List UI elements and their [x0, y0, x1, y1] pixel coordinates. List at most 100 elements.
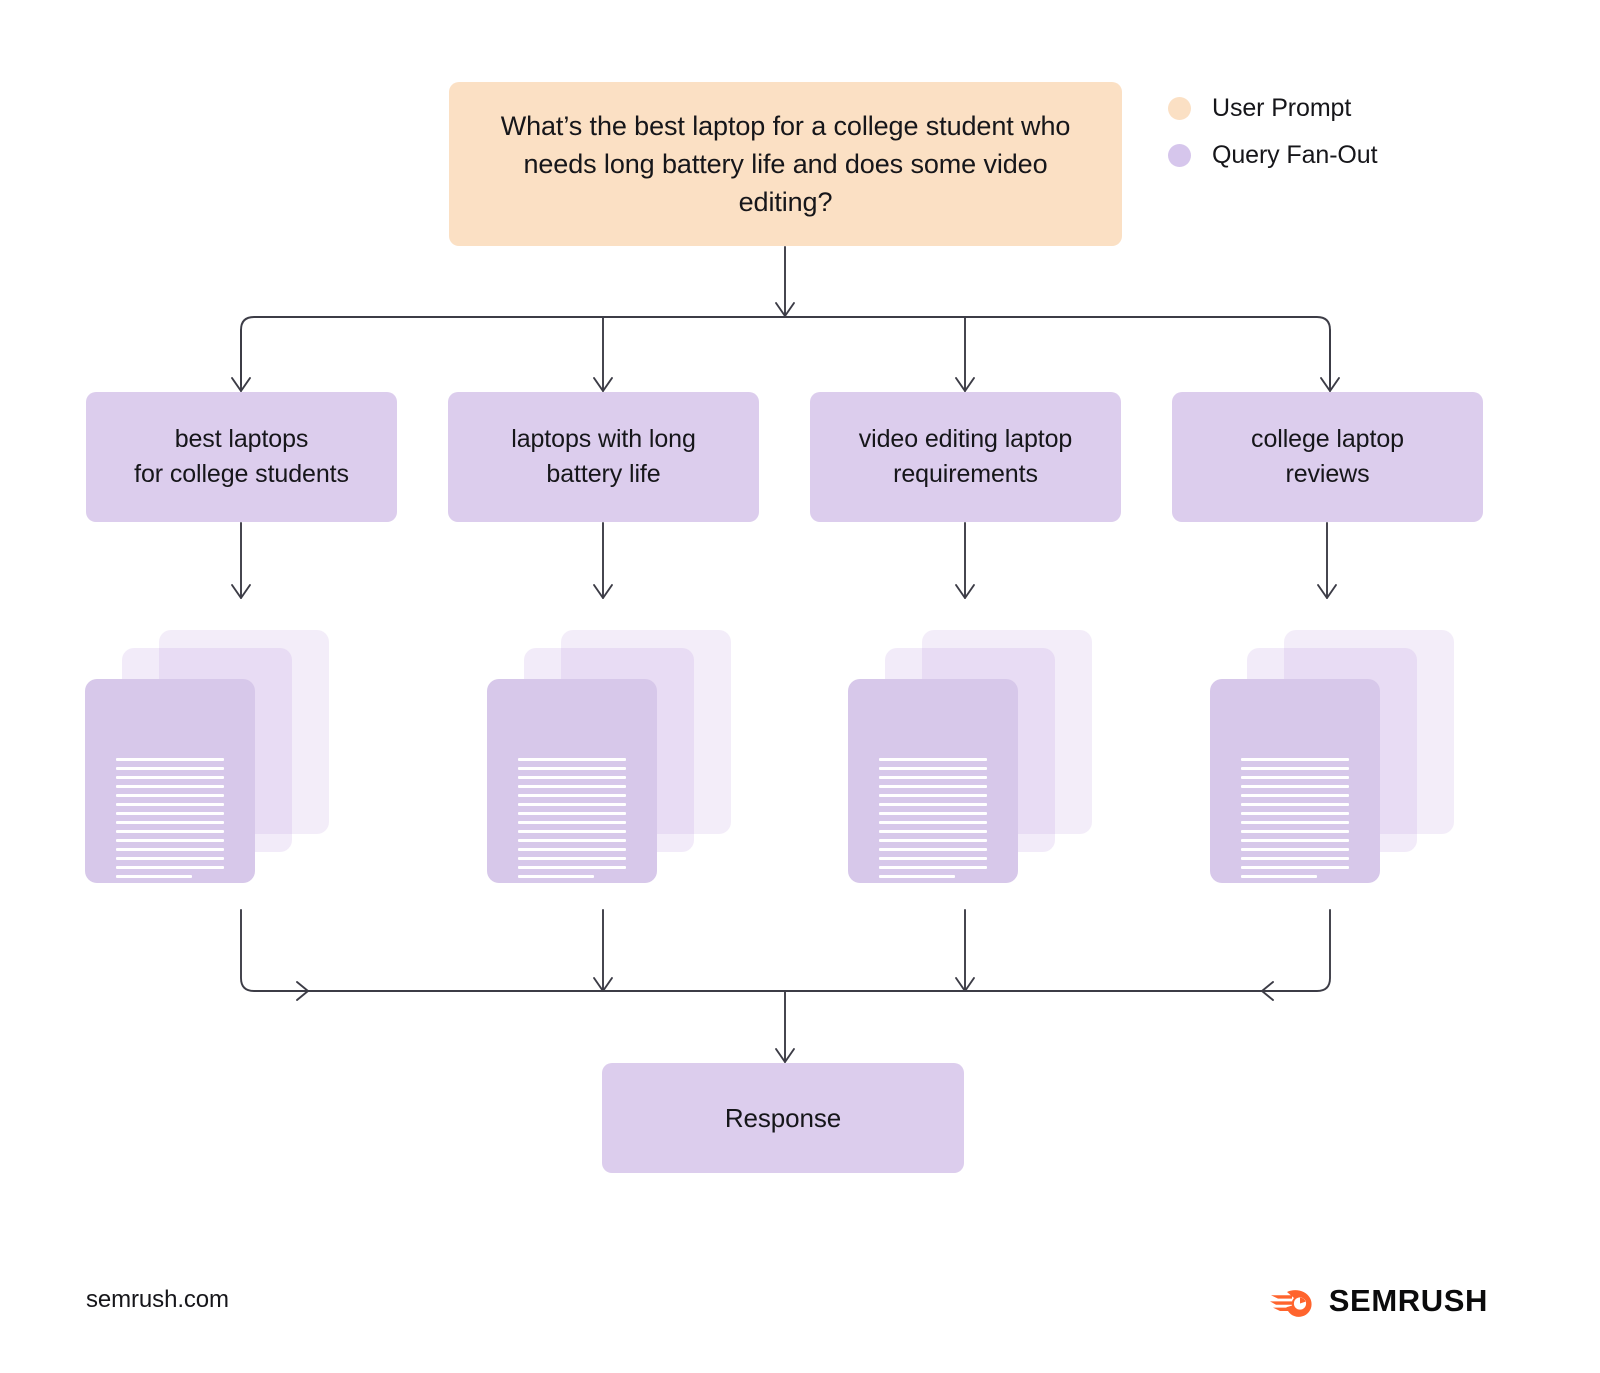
- document-card-front: [848, 679, 1018, 883]
- arrowhead-query-1: [593, 377, 613, 392]
- arrowhead-merge-2: [955, 977, 975, 992]
- document-text-line: [116, 857, 224, 860]
- document-text-line: [116, 758, 224, 761]
- document-text-line: [518, 767, 626, 770]
- footer-url: semrush.com: [86, 1286, 229, 1313]
- semrush-comet-icon: [1269, 1290, 1312, 1317]
- semrush-wordmark: SEMRUSH: [1328, 1283, 1488, 1318]
- document-text-lines: [116, 758, 224, 884]
- legend-dot-query-fan-out: [1168, 144, 1191, 167]
- user-prompt-box: What’s the best laptop for a college stu…: [449, 82, 1122, 246]
- document-text-line: [1241, 812, 1349, 815]
- document-text-line: [879, 839, 987, 842]
- document-text-line: [1241, 776, 1349, 779]
- document-text-line: [1241, 839, 1349, 842]
- document-stack-icon-0: [85, 630, 355, 892]
- arrowhead-merge-3: [1261, 981, 1274, 1001]
- document-text-line: [1241, 875, 1317, 878]
- document-text-line: [518, 812, 626, 815]
- document-text-line: [116, 839, 224, 842]
- document-text-line: [1241, 830, 1349, 833]
- legend-dot-user-prompt: [1168, 97, 1191, 120]
- response-box: Response: [602, 1063, 964, 1173]
- document-text-line: [518, 857, 626, 860]
- arrowhead-docs-0: [231, 584, 251, 599]
- document-text-line: [116, 866, 224, 869]
- legend-label-query-fan-out: Query Fan-Out: [1212, 141, 1378, 169]
- document-text-line: [116, 785, 224, 788]
- document-text-line: [116, 794, 224, 797]
- document-text-line: [116, 803, 224, 806]
- document-text-line: [879, 812, 987, 815]
- document-text-line: [116, 767, 224, 770]
- document-text-line: [879, 785, 987, 788]
- document-text-line: [879, 848, 987, 851]
- document-text-line: [518, 785, 626, 788]
- document-text-line: [1241, 794, 1349, 797]
- arrowhead-query-0: [231, 377, 251, 392]
- legend-label-user-prompt: User Prompt: [1212, 94, 1352, 122]
- arrowhead-docs-1: [593, 584, 613, 599]
- arrowhead-query-2: [955, 377, 975, 392]
- document-text-line: [116, 776, 224, 779]
- arrowhead-prompt-to-bus: [775, 302, 795, 317]
- document-text-line: [116, 848, 224, 851]
- document-text-line: [879, 821, 987, 824]
- document-text-lines: [879, 758, 987, 884]
- document-text-line: [116, 821, 224, 824]
- document-text-line: [116, 875, 192, 878]
- fanout-bus: [240, 316, 1331, 386]
- arrowhead-docs-2: [955, 584, 975, 599]
- document-text-line: [1241, 866, 1349, 869]
- document-text-line: [879, 794, 987, 797]
- document-text-line: [518, 830, 626, 833]
- document-text-line: [879, 758, 987, 761]
- document-text-line: [879, 803, 987, 806]
- document-text-line: [879, 866, 987, 869]
- document-text-line: [1241, 803, 1349, 806]
- document-text-line: [116, 830, 224, 833]
- document-text-line: [879, 830, 987, 833]
- response-label: Response: [724, 1102, 842, 1133]
- document-text-line: [518, 803, 626, 806]
- document-text-lines: [1241, 758, 1349, 884]
- user-prompt-text: What’s the best laptop for a college stu…: [500, 110, 1071, 218]
- document-stack-icon-1: [487, 630, 757, 892]
- arrowhead-query-3: [1320, 377, 1340, 392]
- document-text-line: [518, 875, 594, 878]
- document-text-line: [116, 812, 224, 815]
- document-text-line: [1241, 767, 1349, 770]
- document-text-line: [518, 821, 626, 824]
- document-text-line: [879, 875, 955, 878]
- document-text-line: [518, 776, 626, 779]
- document-text-line: [1241, 857, 1349, 860]
- arrowhead-response: [775, 1048, 795, 1063]
- legend-item-user-prompt: User Prompt: [1168, 85, 1377, 132]
- document-text-line: [1241, 848, 1349, 851]
- document-card-front: [1210, 679, 1380, 883]
- document-text-line: [518, 866, 626, 869]
- legend-item-query-fan-out: Query Fan-Out: [1168, 132, 1378, 179]
- document-text-line: [518, 794, 626, 797]
- legend: User Prompt Query Fan-Out: [1168, 85, 1378, 179]
- arrowhead-docs-3: [1317, 584, 1337, 599]
- document-text-line: [879, 767, 987, 770]
- document-text-line: [879, 857, 987, 860]
- connector-docs-0-to-merge: [240, 909, 1331, 992]
- document-stack-icon-3: [1210, 630, 1480, 892]
- document-text-line: [518, 839, 626, 842]
- semrush-logo: SEMRUSH: [1269, 1283, 1488, 1319]
- arrowhead-merge-1: [593, 977, 613, 992]
- document-text-line: [1241, 785, 1349, 788]
- arrowhead-merge-0: [296, 981, 309, 1001]
- document-text-line: [518, 758, 626, 761]
